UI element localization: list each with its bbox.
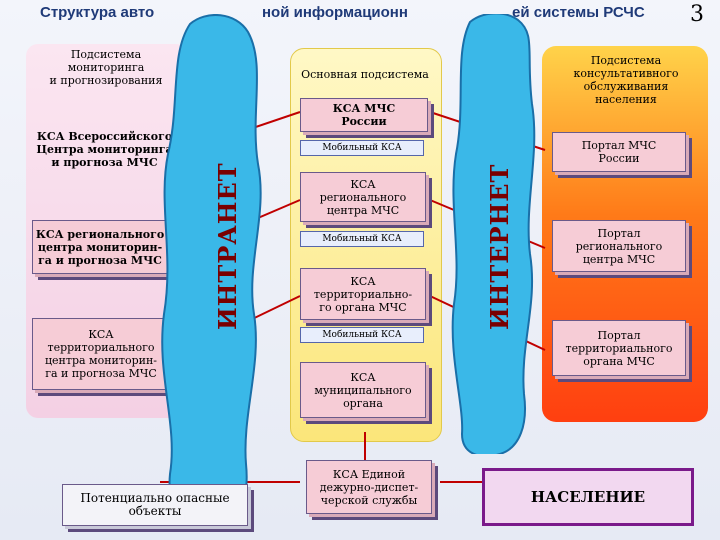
text-line: Портал МЧС: [581, 139, 657, 152]
title-part-mid: ной информационн: [262, 4, 408, 21]
text-line: России: [598, 152, 640, 165]
slide-title: Структура авто: [40, 4, 154, 21]
text-line: га и прогноза МЧС: [45, 367, 157, 380]
text-line: КСА: [350, 177, 376, 191]
ksa-regional-center: КСА регионального центра МЧС: [300, 172, 426, 222]
text-line: и прогноза МЧС: [51, 156, 158, 169]
text-line: центра мониторин-: [37, 240, 163, 254]
text-line: КСА регионального: [35, 227, 165, 241]
text-line: регионального: [575, 239, 663, 253]
heading-line: населения: [595, 93, 657, 106]
monitoring-heading: Подсистема мониторинга и прогнозирования: [40, 48, 172, 87]
text-line: Портал: [597, 328, 641, 342]
text-line: КСА Всероссийского: [36, 130, 173, 143]
text-line: территориального: [47, 341, 155, 354]
ksa-edds: КСА Единой дежурно-диспет- черской служб…: [306, 460, 432, 514]
main-subsystem-heading: Основная подсистема: [301, 68, 429, 81]
text-line: центра МЧС: [582, 252, 656, 266]
heading-line: и прогнозирования: [49, 74, 163, 87]
title-part-left: Структура авто: [40, 4, 155, 21]
text-line: го органа МЧС: [319, 300, 407, 314]
text-line: органа МЧС: [583, 354, 655, 368]
heading-line: Подсистема: [70, 48, 142, 61]
heading-line: консультативного: [573, 67, 679, 80]
internet-cloud: [451, 14, 536, 454]
ksa-mchs-russia: КСА МЧС России: [300, 98, 428, 132]
text-line: КСА МЧС: [332, 102, 396, 115]
ksa-territorial-body: КСА территориально- го органа МЧС: [300, 268, 426, 320]
heading-line: обслуживания: [583, 80, 669, 93]
text-line: КСА: [350, 370, 376, 384]
internet-label: ИНТЕРНЕТ: [485, 163, 514, 330]
population-box: НАСЕЛЕНИЕ: [482, 468, 694, 526]
ksa-municipal-body: КСА муниципального органа: [300, 362, 426, 418]
portal-territorial-body: Портал территориального органа МЧС: [552, 320, 686, 376]
text-line: центра мониторин-: [44, 354, 158, 367]
heading-line: мониторинга: [67, 61, 145, 74]
ksa-federal-monitoring: КСА Всероссийского Центра мониторинга и …: [32, 130, 177, 169]
mobile-ksa-1: Мобильный КСА: [300, 140, 424, 156]
mobile-ksa-2: Мобильный КСА: [300, 231, 424, 247]
ksa-territorial-monitoring: КСА территориального центра мониторин- г…: [32, 318, 170, 390]
ksa-regional-monitoring: КСА регионального центра мониторин- га и…: [32, 220, 168, 274]
text-line: КСА: [88, 328, 114, 341]
text-line: России: [341, 115, 387, 128]
text-line: центра МЧС: [326, 203, 400, 217]
text-line: объекты: [128, 504, 182, 518]
text-line: дежурно-диспет-: [319, 480, 419, 494]
text-line: га и прогноза МЧС: [38, 253, 162, 267]
mobile-ksa-3: Мобильный КСА: [300, 327, 424, 343]
hazardous-objects: Потенциально опасные объекты: [62, 484, 248, 526]
portal-regional-center: Портал регионального центра МЧС: [552, 220, 686, 272]
title-part-right: ей системы РСЧС: [512, 4, 645, 21]
heading-line: Подсистема: [590, 54, 662, 67]
text-line: муниципального: [314, 383, 412, 397]
text-line: Потенциально опасные: [80, 491, 230, 505]
text-line: органа: [343, 396, 383, 410]
consulting-heading: Подсистема консультативного обслуживания…: [548, 54, 704, 106]
text-line: территориального: [565, 341, 673, 355]
text-line: территориально-: [313, 287, 413, 301]
page-number: 3: [690, 2, 704, 27]
text-line: КСА: [350, 274, 376, 288]
text-line: регионального: [319, 190, 407, 204]
text-line: Портал: [597, 226, 641, 240]
portal-mchs-russia: Портал МЧС России: [552, 132, 686, 172]
intranet-label: ИНТРАНЕТ: [213, 162, 242, 330]
text-line: Центра мониторинга: [36, 143, 173, 156]
text-line: черской службы: [320, 493, 418, 507]
text-line: КСА Единой: [332, 467, 406, 481]
